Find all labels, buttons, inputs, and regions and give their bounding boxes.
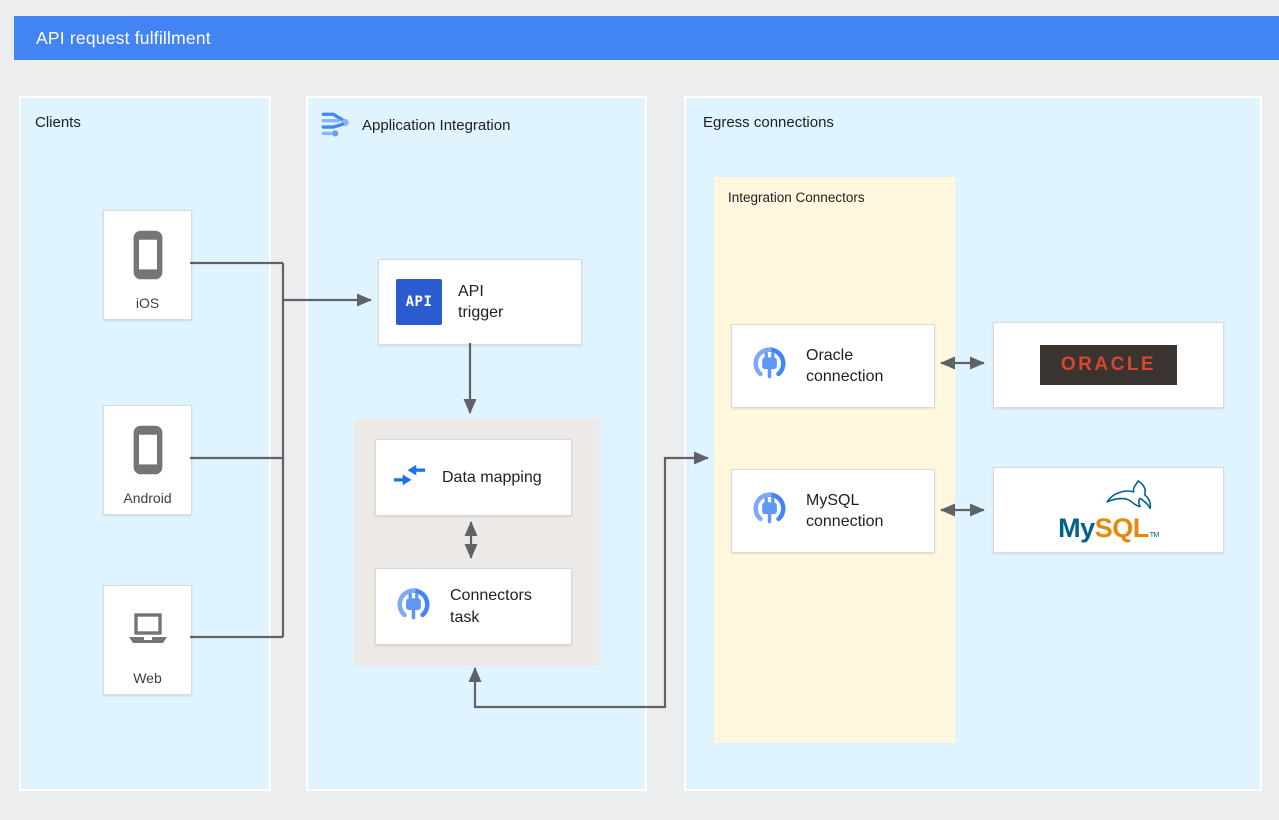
mysql-connection-label: MySQL connection — [806, 491, 884, 530]
laptop-icon — [125, 601, 171, 658]
connectors-icon — [393, 584, 434, 630]
diagram-title: API request fulfillment — [36, 27, 211, 48]
oracle-connection-label: Oracle connection — [806, 346, 884, 385]
connectors-icon — [749, 343, 790, 389]
mysql-wordmark-my: My — [1058, 513, 1095, 543]
data-mapping-label: Data mapping — [442, 468, 542, 486]
diagram-title-bar: API request fulfillment — [14, 16, 1279, 60]
client-node-ios: iOS — [103, 210, 192, 320]
api-trigger-node: API API trigger — [378, 259, 582, 345]
egress-panel-title: Egress connections — [703, 114, 834, 131]
oracle-database-node: ORACLE — [993, 322, 1224, 408]
client-node-web: Web — [103, 585, 192, 695]
client-label: iOS — [135, 295, 160, 311]
client-label: Android — [123, 490, 172, 506]
smartphone-icon — [130, 421, 166, 478]
client-label: Web — [133, 670, 162, 686]
smartphone-icon — [130, 226, 166, 283]
application-integration-panel: Application Integration API API trigger … — [306, 96, 647, 791]
mysql-connection-node: MySQL connection — [731, 469, 935, 553]
mysql-dolphin-icon — [1098, 478, 1162, 519]
integration-connectors-panel: Integration Connectors Oracle connection — [714, 177, 955, 743]
integration-tasks-group: Data mapping Connectors task — [354, 419, 599, 666]
oracle-logo: ORACLE — [1040, 345, 1177, 385]
client-node-android: Android — [103, 405, 192, 515]
oracle-connection-node: Oracle connection — [731, 324, 935, 408]
connectors-task-node: Connectors task — [375, 568, 572, 645]
connectors-task-label: Connectors task — [450, 587, 532, 626]
connectors-icon — [749, 488, 790, 534]
data-mapping-node: Data mapping — [375, 439, 572, 516]
api-trigger-label: API trigger — [458, 282, 504, 321]
application-integration-icon — [319, 107, 353, 143]
integration-connectors-title: Integration Connectors — [728, 190, 865, 205]
oracle-logo-text: ORACLE — [1060, 354, 1157, 375]
mysql-trademark: TM — [1149, 532, 1160, 539]
api-icon: API — [396, 279, 442, 325]
egress-connections-panel: Egress connections Integration Connector… — [684, 96, 1262, 791]
data-mapping-icon — [393, 463, 426, 492]
application-integration-title: Application Integration — [362, 116, 511, 134]
application-integration-header: Application Integration — [319, 107, 510, 143]
clients-panel-title: Clients — [35, 114, 81, 131]
mysql-wordmark-sql: SQL — [1094, 513, 1150, 543]
clients-panel: Clients iOS Android — [19, 96, 271, 791]
